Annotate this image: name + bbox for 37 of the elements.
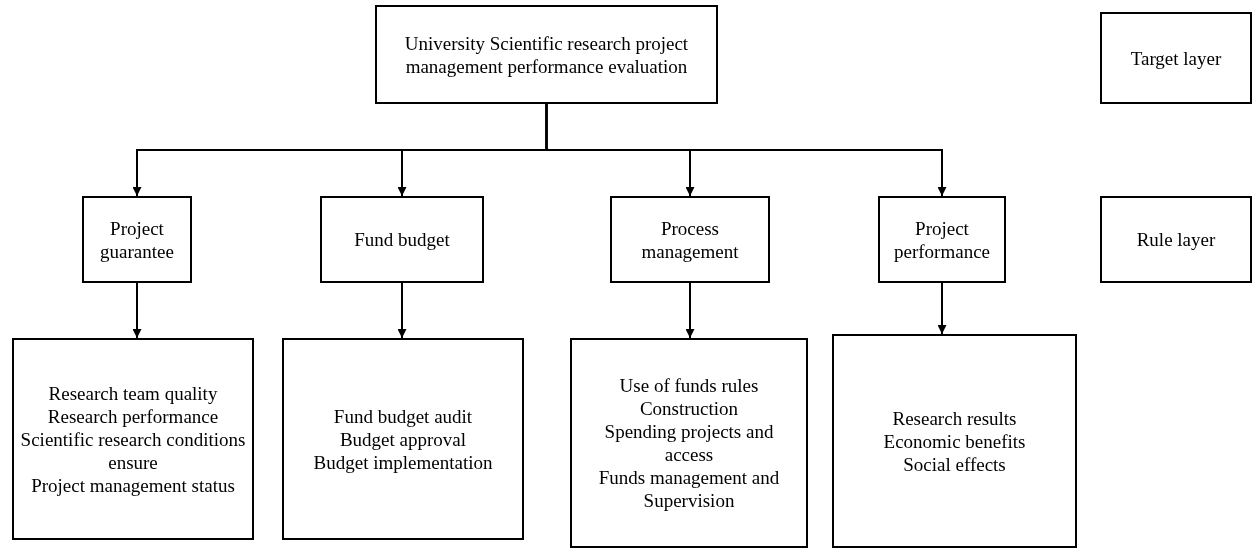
process-box (282, 338, 524, 540)
node-text: Project management status (31, 473, 235, 497)
process-box (832, 334, 1077, 548)
node-text: Construction (639, 397, 739, 420)
node-text: Project performance (893, 216, 991, 263)
arrow (397, 282, 407, 339)
process-box (1100, 196, 1252, 283)
process-box (82, 196, 192, 283)
process-box (610, 196, 770, 283)
node-text: University Scientific research project management performance evaluation (403, 31, 690, 78)
process-box (1100, 12, 1252, 104)
node-text: Process management (640, 216, 740, 263)
arrow (685, 282, 695, 339)
process-box (878, 196, 1006, 283)
node-text: Target layer (1130, 46, 1222, 70)
node-text: Economic benefits (883, 429, 1026, 453)
arrow (545, 103, 947, 197)
node-text: Project guarantee (99, 216, 175, 263)
node-text: Spending projects and access (603, 420, 775, 466)
node-text: Budget approval (339, 427, 467, 451)
arrow (132, 282, 142, 339)
node-text: Research performance (47, 404, 219, 428)
node-text: Social effects (903, 452, 1006, 476)
node-text: Fund budget audit (333, 404, 473, 428)
process-box (570, 338, 808, 548)
node-text: Use of funds rules (619, 374, 759, 397)
process-box (12, 338, 254, 540)
process-box (320, 196, 484, 283)
node-text: Rule layer (1136, 228, 1216, 251)
node-text: Funds management and Supervision (597, 466, 781, 512)
node-text: Fund budget (354, 228, 450, 251)
arrow (937, 282, 947, 335)
process-box (375, 5, 718, 104)
node-text: Budget implementation (313, 450, 493, 474)
node-text: Research results (892, 406, 1017, 430)
node-text: Scientific research conditions ensure (20, 427, 246, 474)
node-text: Research team quality (48, 381, 218, 405)
